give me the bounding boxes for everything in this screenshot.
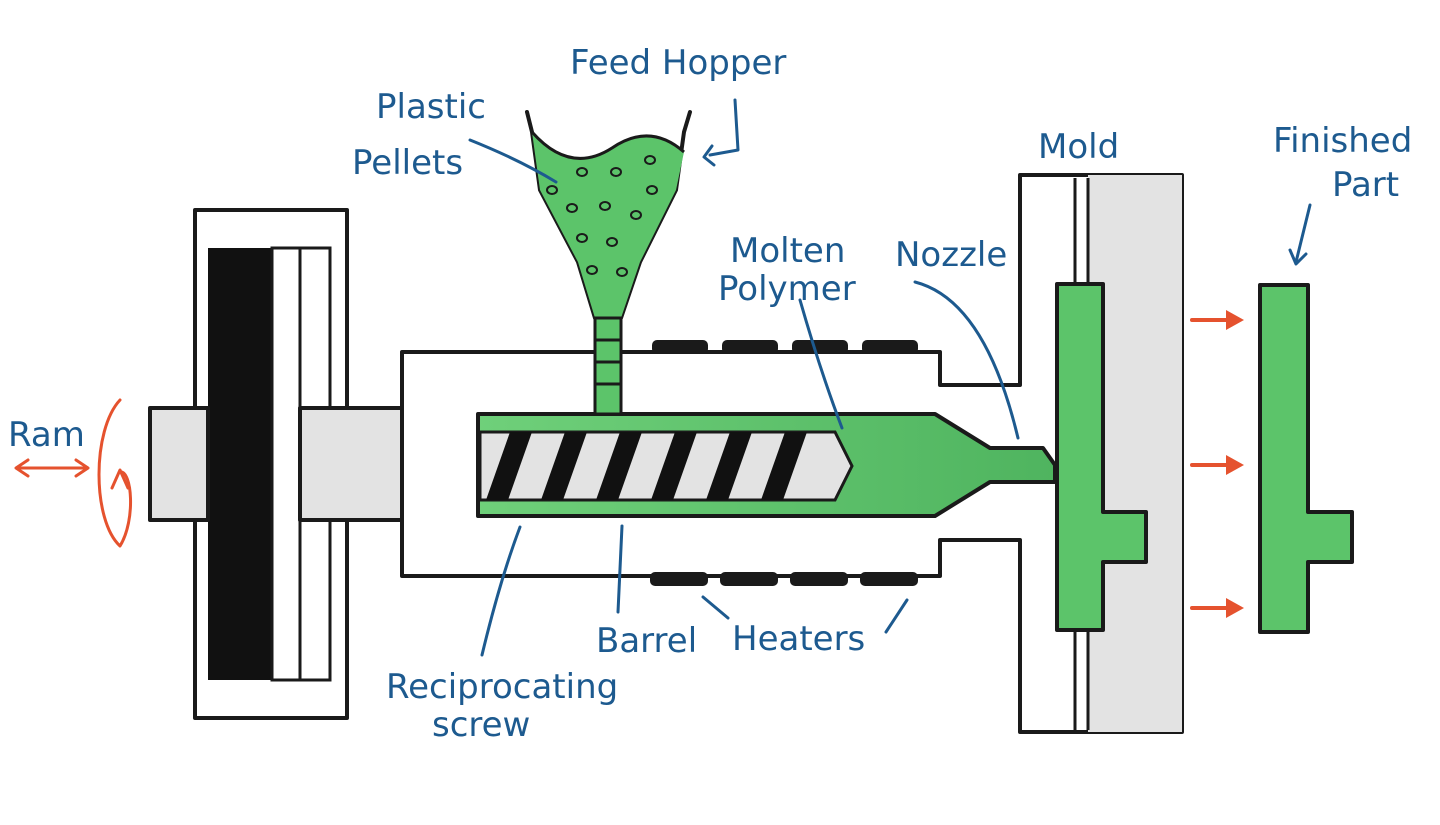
label-finished: Finished — [1273, 121, 1412, 161]
label-heaters: Heaters — [732, 619, 865, 659]
label-mold: Mold — [1038, 127, 1119, 167]
label-plastic: Plastic — [376, 87, 486, 127]
plastic-pellets — [546, 155, 658, 277]
reciprocating-screw — [478, 430, 854, 502]
heaters-bottom — [650, 572, 918, 586]
label-part: Part — [1332, 165, 1399, 205]
mold — [1055, 175, 1182, 732]
label-ram: Ram — [8, 415, 85, 455]
label-barrel: Barrel — [596, 621, 697, 661]
feed-hopper — [525, 110, 692, 416]
ejection-arrows — [1190, 310, 1244, 618]
label-molten: Molten — [730, 231, 845, 271]
ram-unit — [193, 208, 349, 720]
label-reciprocating: Reciprocating — [386, 667, 618, 707]
label-pointers — [468, 98, 1312, 657]
label-pellets: Pellets — [352, 143, 463, 183]
heaters-top — [652, 340, 918, 354]
label-feed-hopper: Feed Hopper — [570, 43, 786, 83]
label-polymer: Polymer — [718, 269, 856, 309]
finished-part — [1258, 283, 1354, 634]
label-screw: screw — [432, 705, 530, 745]
mold-cavity — [1055, 282, 1148, 632]
ram-motion-arrows — [14, 398, 132, 548]
labels: Ram Plastic Pellets Feed Hopper Molten P… — [8, 43, 1412, 745]
label-nozzle: Nozzle — [895, 235, 1007, 275]
